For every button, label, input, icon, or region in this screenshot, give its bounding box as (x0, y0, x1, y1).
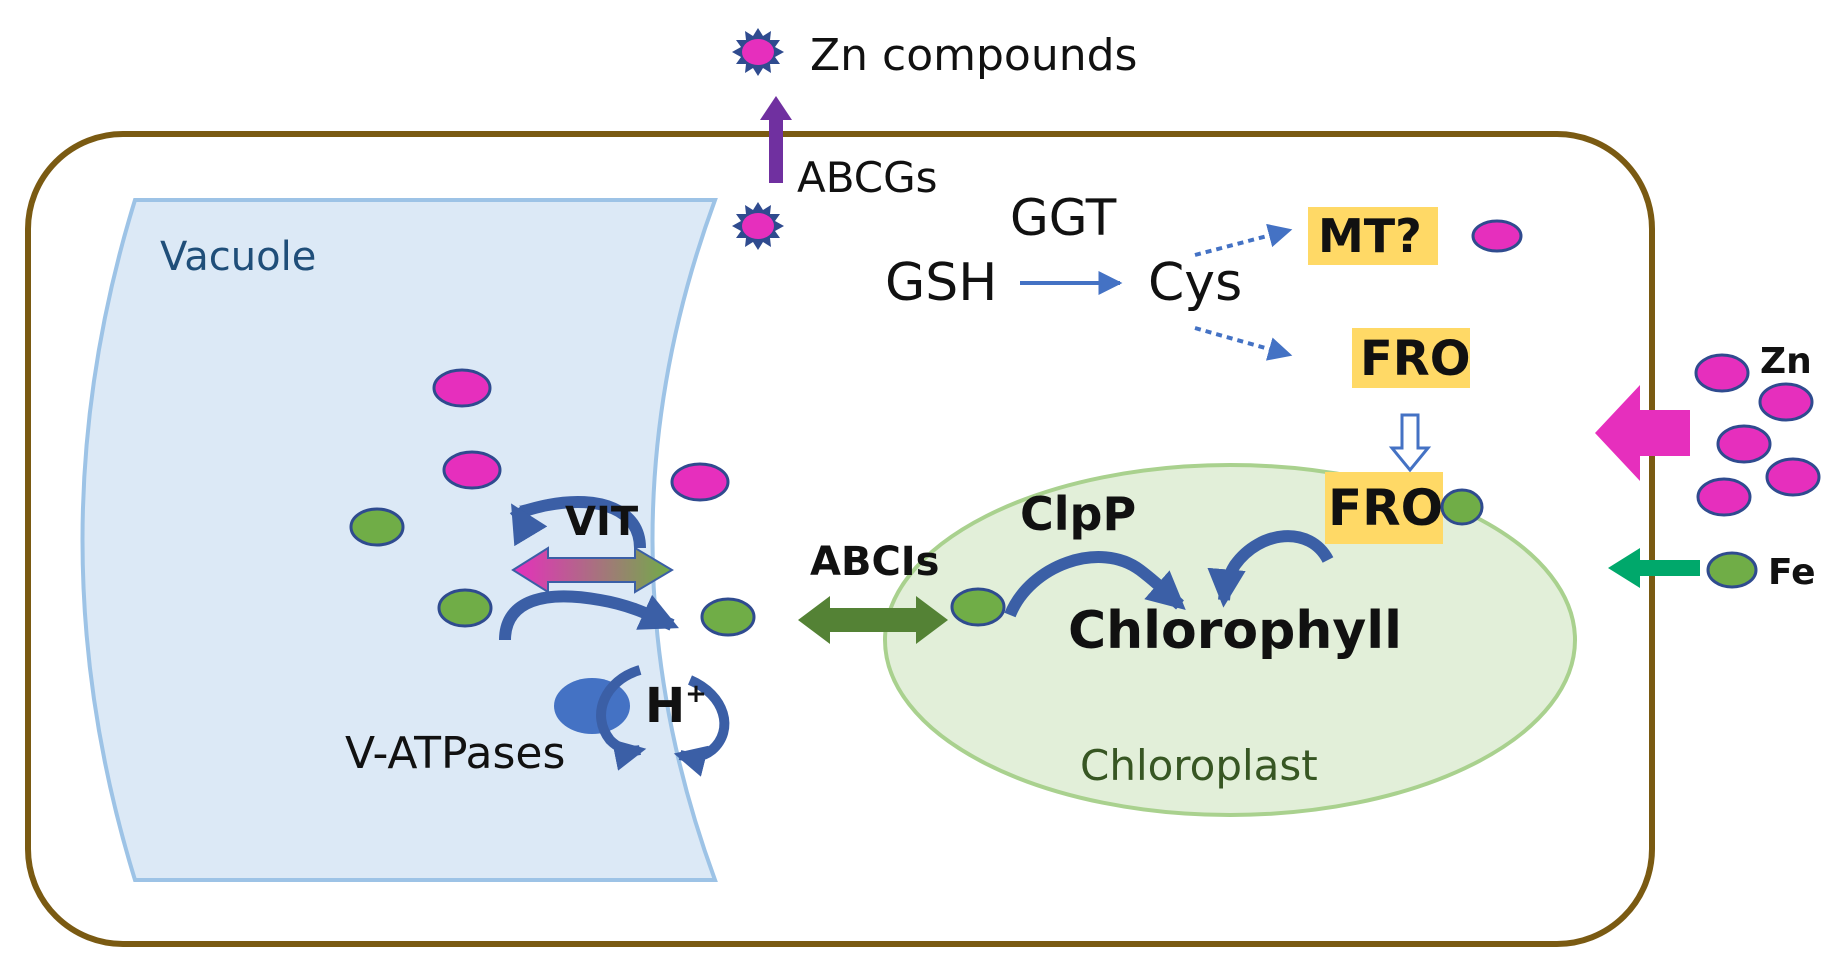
zn-label: Zn (1760, 341, 1812, 382)
zn-compound-exported (732, 28, 784, 76)
ggt-label: GGT (1010, 189, 1117, 247)
fe-label: Fe (1768, 552, 1816, 593)
zn-compound-internal (732, 202, 784, 250)
mt-label: MT? (1318, 209, 1422, 263)
abcis-label: ABCIs (810, 539, 940, 585)
fro-top-highlight (1352, 328, 1470, 388)
vit-lower-curved-arrow (499, 590, 679, 641)
external-zinc-ions (1694, 353, 1821, 517)
abcgs-label: ABCGs (797, 153, 938, 202)
h-plus-cycle-arrow-right (673, 675, 730, 777)
chloroplast-label: Chloroplast (1080, 741, 1318, 790)
v-atpases-label: V-ATPases (345, 728, 565, 779)
fro-to-chlorophyll-arrow (1207, 530, 1334, 608)
chlorophyll-label: Chlorophyll (1068, 601, 1402, 661)
chloroplast-iron-ion (950, 587, 1006, 627)
cys-label: Cys (1148, 253, 1242, 313)
cys-to-mt-arrow (1194, 223, 1293, 257)
zinc-uptake-arrow (1595, 385, 1690, 481)
h-plus-cycle-arrow-left (596, 665, 647, 771)
mt-bound-zinc (1471, 219, 1523, 253)
fro-top-label: FRO (1360, 331, 1471, 387)
vit-upper-curved-arrow (509, 496, 646, 549)
vit-label: VIT (565, 499, 639, 545)
external-iron-ion (1706, 551, 1758, 589)
fro-translocation-arrow (1388, 413, 1432, 473)
abcgs-export-arrow (760, 96, 792, 183)
zn-compounds-label: Zn compounds (810, 30, 1137, 81)
h-plus-label: H+ (645, 678, 707, 734)
mt-highlight (1308, 207, 1438, 265)
vacuole-label: Vacuole (160, 234, 316, 280)
fro-bound-iron (1440, 488, 1484, 526)
cys-to-fro-arrow (1194, 326, 1293, 361)
vacuole-iron-ions (349, 507, 756, 637)
chloroplast-shape (883, 463, 1577, 817)
iron-uptake-arrow (1608, 548, 1700, 588)
abcis-bidirectional-arrow (798, 596, 948, 644)
vacuole-zinc-ions (432, 368, 730, 502)
vit-bidirectional-arrow (511, 546, 674, 594)
gsh-label: GSH (885, 253, 997, 313)
clpp-to-chlorophyll-arrow (1004, 551, 1186, 618)
fro-bottom-highlight (1325, 472, 1443, 544)
clpp-label: ClpP (1020, 487, 1136, 541)
fro-bottom-label: FRO (1328, 479, 1443, 537)
